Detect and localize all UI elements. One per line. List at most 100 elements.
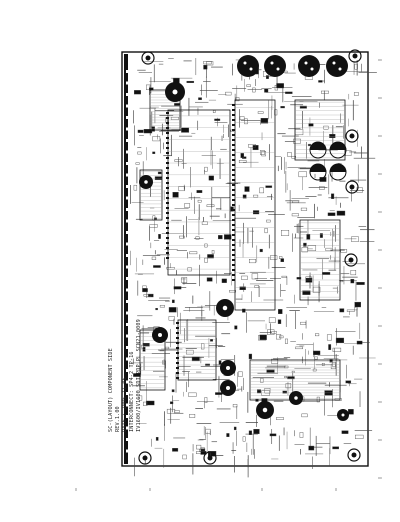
- ic-pin-pad: [232, 164, 235, 166]
- component-footprint: [174, 410, 180, 413]
- ic-pin-pad: [232, 184, 235, 186]
- ic-pin-pad: [166, 202, 169, 204]
- component-footprint: [242, 194, 247, 199]
- ic-pin-pad: [176, 362, 179, 364]
- ic-pin-pad: [232, 209, 235, 211]
- component-footprint: [350, 270, 357, 276]
- component-footprint: [248, 144, 256, 148]
- ic-pin-pad: [232, 114, 235, 116]
- component-footprint: [204, 166, 208, 172]
- component-footprint: [321, 363, 325, 366]
- ic-pin-pad: [166, 192, 169, 194]
- component-footprint: [151, 126, 155, 132]
- edge-connector-pin: [126, 231, 128, 234]
- ic-pin-pad: [166, 157, 169, 159]
- component-footprint: [137, 151, 142, 155]
- edge-connector-pin: [126, 438, 128, 441]
- component-footprint: [178, 186, 186, 192]
- ic-pin-pad: [232, 274, 235, 276]
- component-footprint: [241, 275, 248, 280]
- component-footprint: [295, 346, 304, 350]
- component-pad-hole: [341, 413, 345, 417]
- ic-pin-pad: [232, 224, 235, 226]
- component-footprint: [206, 61, 214, 66]
- component-footprint: [214, 118, 221, 121]
- title-line-2: REV.1.00: [115, 406, 121, 432]
- ic-pin-pad: [232, 254, 235, 256]
- component-footprint: [152, 136, 161, 142]
- component-footprint: [326, 334, 332, 341]
- component-footprint: [182, 454, 187, 460]
- ic-pin-pad: [166, 242, 169, 244]
- component-footprint: [341, 430, 349, 434]
- ic-pin-pad: [232, 119, 235, 121]
- component-footprint: [135, 162, 140, 165]
- edge-connector-pin: [126, 162, 128, 165]
- component-footprint: [301, 247, 308, 253]
- component-footprint: [143, 401, 148, 406]
- component-footprint: [300, 321, 307, 325]
- component-footprint: [251, 273, 259, 280]
- component-footprint: [316, 396, 320, 403]
- component-footprint: [171, 299, 175, 303]
- ic-pin-pad: [166, 147, 169, 149]
- component-footprint: [356, 282, 365, 285]
- edge-connector-pin: [126, 139, 128, 142]
- capacitor-pin-hole: [338, 67, 342, 71]
- ic-pin-pad: [232, 174, 235, 176]
- component-footprint: [318, 80, 323, 83]
- edge-connector-pin: [126, 173, 128, 177]
- component-footprint: [224, 234, 232, 240]
- component-footprint: [172, 192, 179, 198]
- component-footprint: [218, 235, 223, 240]
- component-footprint: [254, 285, 260, 288]
- edge-connector-pin: [126, 254, 128, 257]
- component-footprint: [307, 245, 317, 251]
- component-footprint: [142, 288, 148, 293]
- component-pad-hole: [222, 305, 228, 311]
- component-footprint: [279, 335, 284, 339]
- component-footprint: [323, 125, 329, 130]
- ic-pin-pad: [232, 244, 235, 246]
- ic-package-outline: [177, 319, 217, 381]
- ic-pin-pad: [166, 232, 169, 234]
- component-footprint: [299, 432, 304, 438]
- capacitor-polarity: [310, 142, 326, 150]
- title-line-4: INTERCONNECT: SP4-2 TP-16: [129, 351, 135, 432]
- component-footprint: [153, 265, 161, 268]
- edge-connector-pin: [126, 300, 128, 303]
- component-footprint: [212, 110, 216, 113]
- component-footprint: [354, 301, 362, 308]
- mounting-hole: [345, 129, 359, 143]
- ic-pin-pad: [232, 249, 235, 251]
- component-footprint: [315, 333, 320, 337]
- component-footprint: [146, 400, 155, 406]
- component-footprint: [293, 138, 301, 144]
- component-footprint: [201, 343, 205, 350]
- component-footprint: [265, 75, 269, 79]
- board-edge-strip: [124, 54, 128, 464]
- edge-connector-pin: [126, 127, 128, 131]
- component-footprint: [257, 111, 264, 114]
- component-footprint: [226, 433, 230, 437]
- component-footprint: [201, 221, 208, 225]
- ic-pin-pad: [166, 197, 169, 199]
- component-footprint: [303, 242, 307, 247]
- component-footprint: [336, 210, 346, 216]
- component-pad-hole: [226, 366, 230, 370]
- component-footprint: [351, 236, 359, 242]
- edge-connector-pin: [126, 116, 128, 119]
- component-footprint: [244, 186, 250, 192]
- component-footprint: [242, 436, 246, 442]
- component-footprint: [339, 308, 345, 313]
- component-footprint: [244, 118, 248, 125]
- mounting-hole: [348, 49, 362, 63]
- component-footprint: [187, 267, 192, 272]
- mounting-hole: [345, 180, 359, 194]
- component-footprint: [171, 389, 175, 393]
- component-footprint: [329, 134, 336, 139]
- component-footprint: [146, 84, 151, 90]
- component-footprint: [270, 331, 277, 334]
- ic-pin-pad: [176, 352, 179, 354]
- component-footprint: [137, 129, 144, 133]
